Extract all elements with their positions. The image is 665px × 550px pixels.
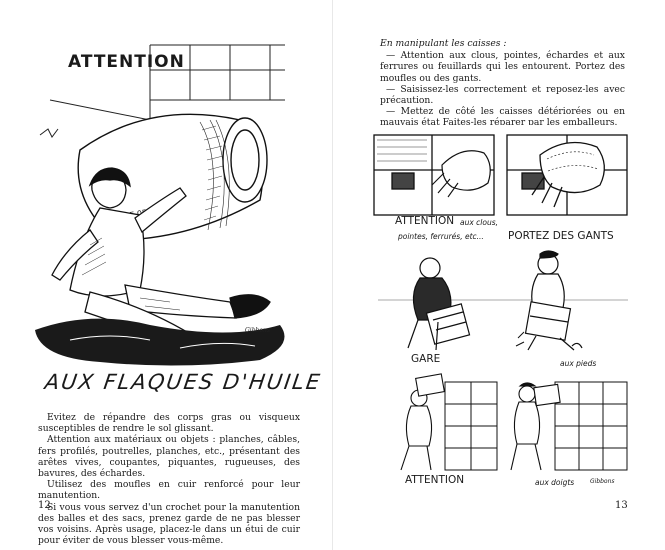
headline-attention: ATTENTION: [68, 52, 185, 72]
panel6-signature: Gibbons: [590, 478, 615, 485]
intro-line: En manipulant les caisses :: [380, 38, 507, 49]
panel6-label-small: aux doigts: [535, 478, 575, 487]
list-item: — Mettez de côté les caisses détériorées…: [380, 106, 625, 129]
panel1-label: ATTENTION: [395, 215, 455, 227]
panel3-label: GARE: [411, 353, 441, 365]
panel4-label-small: aux pieds: [560, 359, 597, 368]
crate-stack-illustration: [400, 373, 628, 471]
crate-hands-illustration: [372, 125, 630, 230]
oil-slip-illustration: E 057 Gibbons: [35, 44, 285, 366]
panel2-label: PORTEZ DES GANTS: [508, 230, 614, 242]
paragraph: Utilisez des moufles en cuir renforcé po…: [38, 479, 300, 502]
left-body-text: Evitez de répandre des corps gras ou vis…: [38, 412, 300, 546]
right-body-text: En manipulant les caisses : — Attention …: [380, 38, 625, 129]
panel1-label-small2: pointes, ferrurés, etc...: [398, 232, 484, 241]
list-item: — Saisissez-les correctement et reposez-…: [380, 83, 625, 107]
headline-flaques: AUX FLAQUES D'HUILE: [43, 370, 324, 394]
paragraph: Attention aux matériaux ou objets : plan…: [38, 434, 300, 480]
crate-carry-illustration: [378, 250, 628, 351]
panel1-label-small: aux clous,: [460, 218, 499, 227]
gutter: [332, 0, 333, 550]
signature: Gibbons: [245, 327, 270, 334]
paragraph: Evitez de répandre des corps gras ou vis…: [38, 412, 300, 435]
page-number-right: 13: [615, 500, 628, 511]
page-number-left: 12: [38, 500, 51, 511]
panel5-label: ATTENTION: [405, 474, 465, 486]
list-item: — Attention aux clous, pointes, échardes…: [380, 50, 625, 84]
paragraph: Si vous vous servez d'un crochet pour la…: [38, 501, 300, 547]
